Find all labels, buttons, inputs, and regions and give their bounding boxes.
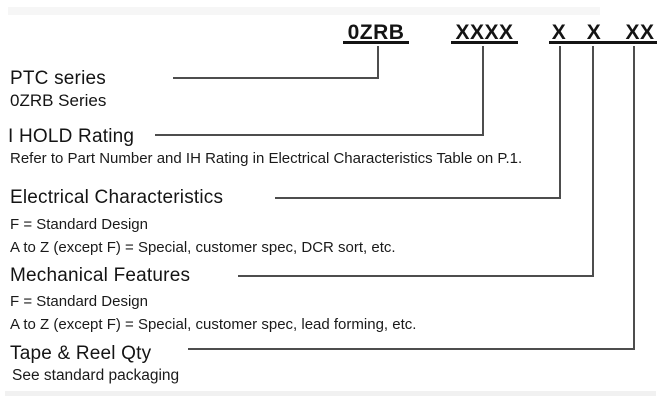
connector-hline-series bbox=[173, 77, 379, 79]
connector-vline-series bbox=[377, 46, 379, 79]
connector-hline-ihold bbox=[155, 134, 484, 136]
section-title-electrical-characteristics: Electrical Characteristics bbox=[10, 187, 224, 208]
section-note-electrical-standard: F = Standard Design bbox=[10, 216, 148, 233]
connector-vline-ihold bbox=[482, 46, 484, 136]
section-note-mechanical-standard: F = Standard Design bbox=[10, 293, 148, 310]
section-note-tape-reel-packaging: See standard packaging bbox=[12, 367, 180, 384]
section-note-ihold-refer: Refer to Part Number and IH Rating in El… bbox=[10, 150, 523, 167]
part-number-segment-tape-reel: XX bbox=[625, 21, 655, 44]
connector-hline-electrical bbox=[275, 197, 561, 199]
part-number-segment-electrical: X bbox=[551, 21, 567, 44]
connector-vline-electrical bbox=[559, 46, 561, 199]
connector-hline-mechanical bbox=[238, 275, 594, 277]
section-title-tape-reel-qty: Tape & Reel Qty bbox=[10, 343, 152, 364]
scan-artifact-top bbox=[8, 7, 600, 15]
segment-underline-suffix-group bbox=[549, 41, 657, 44]
connector-hline-tape-reel bbox=[188, 348, 635, 350]
section-title-mechanical-features: Mechanical Features bbox=[10, 265, 191, 286]
section-note-electrical-special: A to Z (except F) = Special, customer sp… bbox=[10, 239, 396, 256]
segment-underline-series bbox=[343, 41, 409, 44]
section-title-ihold-rating: I HOLD Rating bbox=[8, 126, 135, 147]
scan-artifact-bottom bbox=[5, 391, 656, 396]
part-number-segment-ihold: XXXX bbox=[455, 21, 514, 44]
segment-underline-ihold bbox=[451, 41, 518, 44]
connector-vline-tape-reel bbox=[633, 46, 635, 350]
part-number-segment-series: 0ZRB bbox=[347, 21, 405, 44]
part-number-segment-mechanical: X bbox=[586, 21, 602, 44]
section-note-mechanical-special: A to Z (except F) = Special, customer sp… bbox=[10, 316, 417, 333]
connector-vline-mechanical bbox=[592, 46, 594, 277]
section-title-ptc-series: PTC series bbox=[10, 68, 106, 89]
section-note-0zrb-series: 0ZRB Series bbox=[10, 91, 107, 110]
